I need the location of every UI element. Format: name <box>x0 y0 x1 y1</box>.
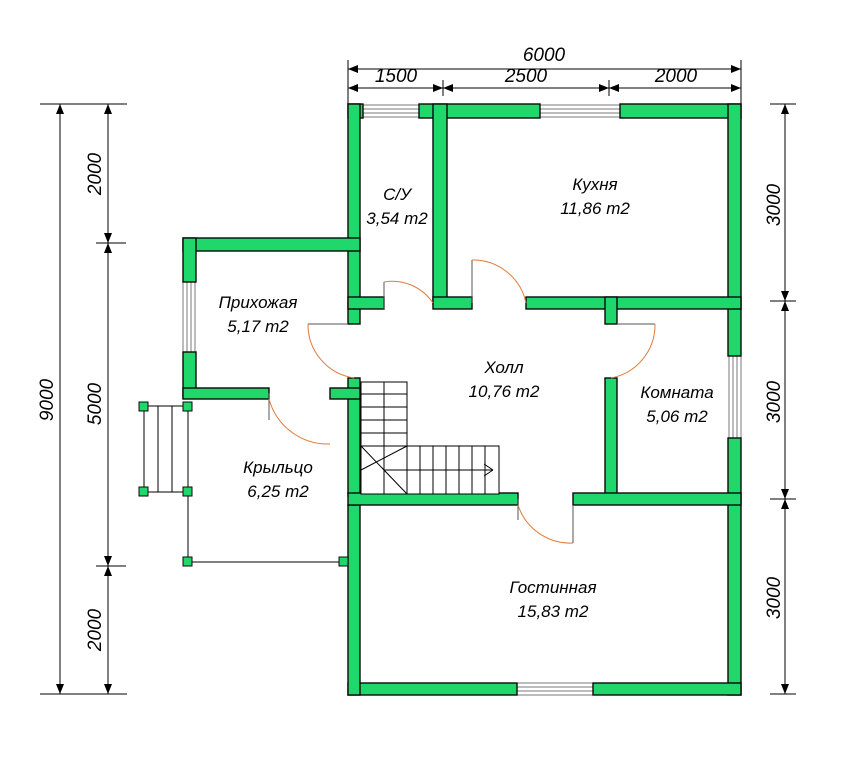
window-hallway <box>182 281 196 353</box>
top-total-dim: 6000 <box>523 45 566 66</box>
porch-post <box>138 486 149 497</box>
wall <box>432 296 473 310</box>
wall <box>418 103 541 119</box>
right-dim-3: 3000 <box>764 576 785 619</box>
wall <box>347 682 518 696</box>
wall <box>347 492 519 506</box>
wall <box>182 387 270 400</box>
wall <box>727 437 742 696</box>
left-dim-3: 2000 <box>85 608 106 652</box>
porch-structure <box>138 401 349 567</box>
top-dim-2: 2500 <box>504 66 548 87</box>
wall <box>347 103 361 325</box>
top-dim-3: 2000 <box>654 66 698 87</box>
room-hallway-name: Прихожая <box>219 293 298 312</box>
room-room-area: 5,06 m2 <box>646 407 708 426</box>
porch-post <box>182 486 193 497</box>
door-kitchen <box>471 259 527 304</box>
top-dim-1: 1500 <box>375 66 418 87</box>
doors <box>268 259 656 544</box>
door-hallway <box>307 323 355 379</box>
wall <box>619 103 742 119</box>
room-living-name: Гостинная <box>509 578 596 597</box>
room-kitchen-name: Кухня <box>572 175 617 194</box>
right-dim-1: 3000 <box>764 183 785 226</box>
door-su <box>383 280 434 304</box>
door-room <box>610 323 656 379</box>
wall <box>347 504 361 696</box>
right-dim-2: 3000 <box>764 380 785 423</box>
wall <box>572 492 742 506</box>
porch-post <box>182 401 193 412</box>
left-dim-1: 2000 <box>85 152 106 196</box>
window-su <box>362 104 420 118</box>
room-living-area: 15,83 m2 <box>518 602 589 621</box>
room-hallway-area: 5,17 m2 <box>227 317 289 336</box>
porch-post <box>138 401 149 412</box>
wall <box>329 387 361 400</box>
walls <box>182 103 742 696</box>
staircase <box>360 381 500 495</box>
wall <box>182 237 361 252</box>
room-hall-area: 10,76 m2 <box>469 382 540 401</box>
window-room <box>728 355 742 439</box>
porch-post <box>338 556 349 567</box>
room-porch-name: Крыльцо <box>243 458 313 477</box>
window-living <box>516 682 594 696</box>
window-kitchen <box>539 104 621 118</box>
wall <box>525 296 742 310</box>
top-dimensions: 6000 1500 2500 2000 <box>347 45 742 104</box>
left-dimensions: 9000 2000 5000 2000 <box>37 103 127 695</box>
room-room-name: Комната <box>640 383 713 402</box>
porch-post <box>182 556 193 567</box>
wall <box>592 682 742 696</box>
wall <box>182 237 197 283</box>
room-su-name: С/У <box>383 185 413 204</box>
room-su-area: 3,54 m2 <box>366 209 428 228</box>
door-living <box>517 504 574 544</box>
room-kitchen-area: 11,86 m2 <box>560 199 630 218</box>
room-hall-name: Холл <box>483 358 524 377</box>
left-total-dim: 9000 <box>37 378 58 421</box>
wall <box>727 103 742 357</box>
room-labels: С/У 3,54 m2 Кухня 11,86 m2 Прихожая 5,17… <box>219 175 714 621</box>
wall <box>604 296 618 325</box>
wall <box>432 103 448 305</box>
left-dim-2: 5000 <box>85 382 106 425</box>
room-porch-area: 6,25 m2 <box>247 482 309 501</box>
door-entrance <box>268 398 331 445</box>
wall <box>604 377 618 505</box>
right-dimensions: 3000 3000 3000 <box>764 103 796 695</box>
wall <box>347 296 385 310</box>
